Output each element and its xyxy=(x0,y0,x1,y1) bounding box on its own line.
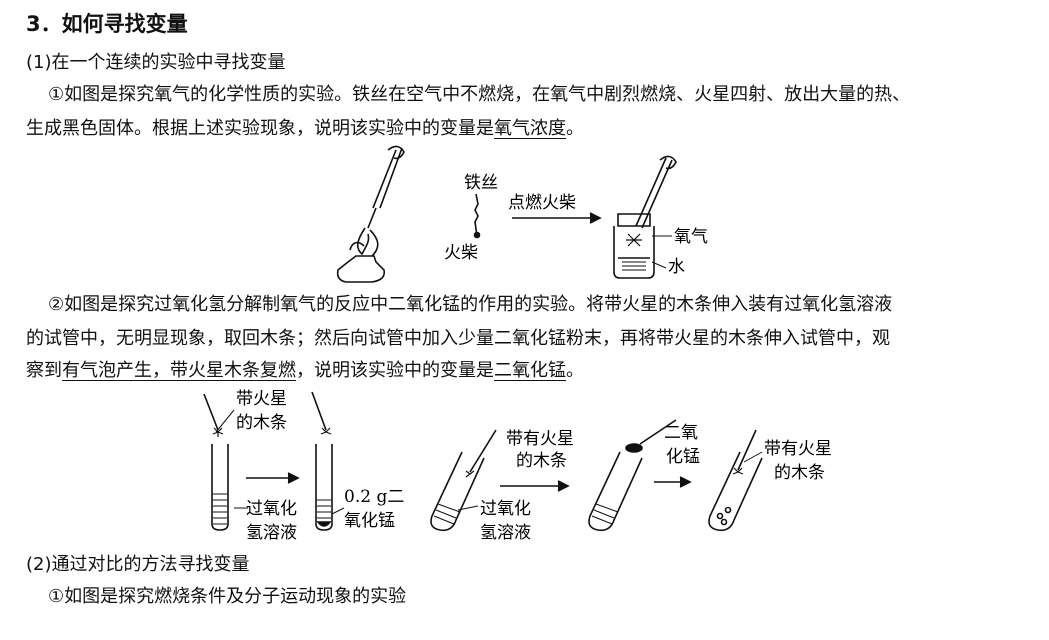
section-title: 3．如何寻找变量 xyxy=(26,12,188,36)
label-splint2-a: 带有火星 xyxy=(506,429,574,449)
label-iron-wire: 铁丝 xyxy=(464,173,498,193)
part2-heading: (2)通过对比的方法寻找变量 xyxy=(26,554,250,575)
item1-line2-text: 生成黑色固体。根据上述实验现象，说明该实验中的变量是 xyxy=(26,118,494,139)
label-h2o2-1b: 氢溶液 xyxy=(246,523,297,543)
label-splint1-b: 的木条 xyxy=(236,413,287,433)
item1-line2: 生成黑色固体。根据上述实验现象，说明该实验中的变量是氧气浓度。 xyxy=(26,114,584,140)
label-splint2-b: 的木条 xyxy=(516,451,567,471)
label-h2o2-2b: 氢溶液 xyxy=(480,523,531,543)
label-h2o2-1a: 过氧化 xyxy=(246,499,297,519)
item2-line3-b: ，说明该实验中的变量是 xyxy=(296,360,494,381)
label-splint3-a: 带有火星 xyxy=(764,439,832,459)
item1-line1: ①如图是探究氧气的化学性质的实验。铁丝在空气中不燃烧，在氧气中剧烈燃烧、火星四射… xyxy=(48,84,911,105)
part2-item1: ①如图是探究燃烧条件及分子运动现象的实验 xyxy=(48,586,407,607)
label-mno2-b: 氧化锰 xyxy=(344,511,395,531)
item2-line3-c: 。 xyxy=(566,360,584,381)
label-match: 火柴 xyxy=(444,243,478,263)
label-mno2-2b: 化锰 xyxy=(666,447,700,467)
item2-answer2: 二氧化锰 xyxy=(494,360,566,381)
label-splint3-b: 的木条 xyxy=(774,463,825,483)
item1-answer: 氧气浓度 xyxy=(494,118,566,139)
item1-line2-end: 。 xyxy=(566,118,584,139)
label-water: 水 xyxy=(668,257,685,277)
item2-answer1: 有气泡产生，带火星木条复燃 xyxy=(62,360,296,381)
label-ignite: 点燃火柴 xyxy=(508,193,576,213)
label-mno2-2a: 二氧 xyxy=(664,423,698,443)
label-mno2-a: 0.2 g二 xyxy=(344,487,404,507)
item2-line3: 察到有气泡产生，带火星木条复燃，说明该实验中的变量是二氧化锰。 xyxy=(26,356,584,382)
label-h2o2-2a: 过氧化 xyxy=(480,499,531,519)
item2-line3-a: 察到 xyxy=(26,360,62,381)
item2-line2: 的试管中，无明显现象，取回木条；然后向试管中加入少量二氧化锰粉末，再将带火星的木… xyxy=(26,328,890,349)
label-splint1-a: 带火星 xyxy=(236,389,287,409)
part1-heading: (1)在一个连续的实验中寻找变量 xyxy=(26,52,286,73)
label-oxygen: 氧气 xyxy=(674,227,708,247)
item2-line1: ②如图是探究过氧化氢分解制氧气的反应中二氧化锰的作用的实验。将带火星的木条伸入装… xyxy=(48,294,893,315)
